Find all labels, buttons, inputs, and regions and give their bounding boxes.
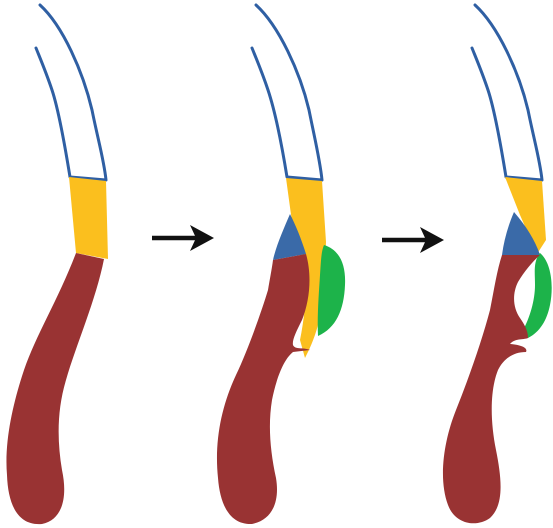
arrow-2-to-3 — [382, 227, 444, 253]
stage-2 — [216, 3, 346, 525]
green-bulge — [522, 253, 552, 338]
red-body — [6, 253, 104, 525]
blue-wedge — [273, 214, 306, 260]
outline-tube — [34, 3, 108, 182]
red-body — [442, 255, 540, 524]
yellow-segment — [69, 177, 108, 259]
red-body — [216, 254, 310, 525]
blue-wedge — [502, 212, 540, 255]
right-arrow-icon — [420, 227, 444, 253]
green-bulge — [317, 245, 346, 336]
yellow-segment — [505, 177, 546, 254]
stage-3 — [442, 3, 552, 524]
outline-tube — [470, 3, 544, 182]
outline-tube — [250, 3, 324, 182]
stage-1 — [6, 3, 108, 525]
arrow-1-to-2 — [152, 225, 214, 251]
right-arrow-icon — [190, 225, 214, 251]
